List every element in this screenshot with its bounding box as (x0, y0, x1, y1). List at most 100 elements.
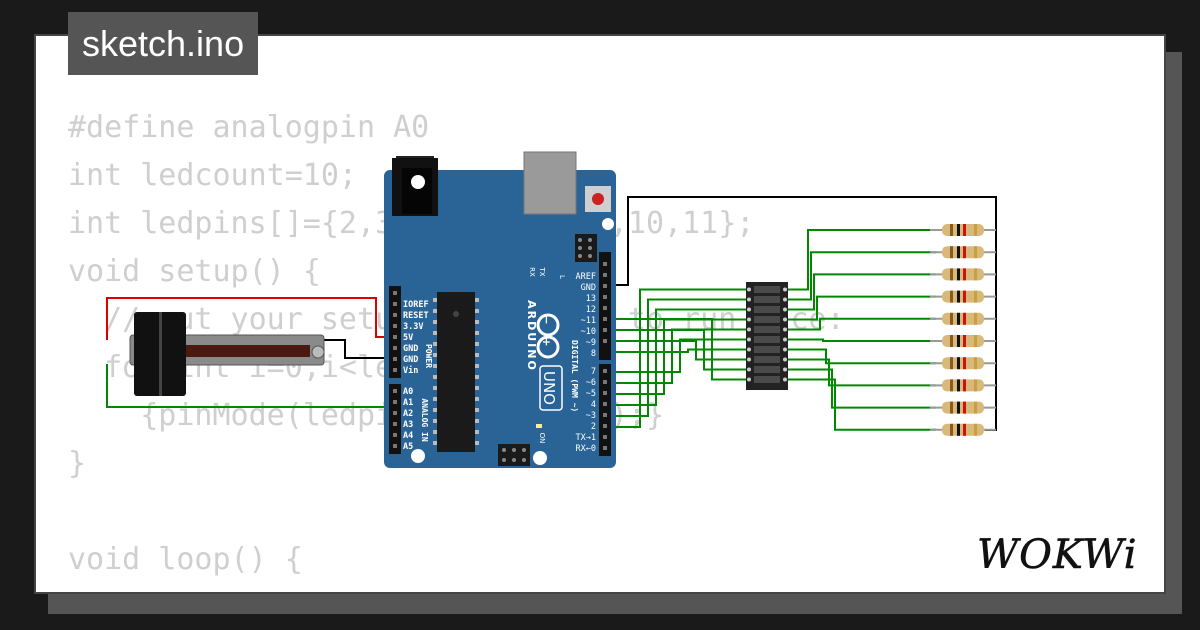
led-segment (754, 286, 780, 293)
chip-pin (475, 397, 479, 401)
header-pin[interactable] (393, 433, 397, 437)
header-pin[interactable] (393, 313, 397, 317)
pin-label: IOREF (403, 300, 429, 310)
chip-pin (433, 419, 437, 423)
bar-pin (783, 377, 787, 382)
wire-led-8 (607, 329, 749, 371)
header-pin[interactable] (393, 389, 397, 393)
header-pin[interactable] (603, 317, 607, 321)
digital-header-bottom (599, 364, 611, 456)
pin-label: 8 (591, 349, 596, 359)
chip-pin (475, 430, 479, 434)
chip-pin (433, 375, 437, 379)
header-pin[interactable] (393, 291, 397, 295)
chip-pin (433, 342, 437, 346)
bar-pin (747, 357, 751, 362)
pin-label: ~5 (586, 389, 596, 399)
header-pin[interactable] (393, 302, 397, 306)
header-pin[interactable] (393, 368, 397, 372)
bar-pin (783, 337, 787, 342)
chip-pin (433, 397, 437, 401)
mount-hole (411, 175, 425, 189)
wire-led-0 (607, 288, 749, 428)
led-bar-graph[interactable] (746, 282, 788, 390)
chip-pin (475, 441, 479, 445)
header-pin[interactable] (603, 262, 607, 266)
wire-resistor-1 (785, 251, 936, 301)
header-pin[interactable] (603, 295, 607, 299)
chip-pin (475, 364, 479, 368)
bar-pin (783, 367, 787, 372)
header-pin[interactable] (603, 424, 607, 428)
wire-resistor-8 (785, 368, 936, 409)
power-header (389, 286, 401, 378)
pin-label: 2 (591, 422, 596, 432)
code-line: #define analogpin A0 (68, 110, 430, 145)
pin-label: A0 (403, 387, 413, 397)
led-tx-label: TX (538, 266, 546, 276)
header-pin[interactable] (603, 391, 607, 395)
wire-led-2 (607, 308, 749, 406)
code-line: } (68, 446, 87, 481)
bar-pin (783, 317, 787, 322)
header-pin[interactable] (603, 284, 607, 288)
chip-pin (433, 331, 437, 335)
board-model-text: UNO (540, 371, 558, 405)
chip-pin (475, 386, 479, 390)
bar-pin (783, 357, 787, 362)
pin-label: GND (403, 344, 418, 354)
wire-led-9 (607, 318, 749, 381)
bar-pin (747, 337, 751, 342)
header-pin[interactable] (603, 339, 607, 343)
wire-resistor-5 (785, 338, 936, 342)
svg-text:+: + (540, 337, 553, 346)
wire-resistor-4 (785, 317, 936, 331)
header-pin[interactable] (393, 357, 397, 361)
header-pin[interactable] (393, 411, 397, 415)
header-pin[interactable] (603, 369, 607, 373)
led-rx-label: RX (528, 267, 536, 277)
bar-pin (747, 377, 751, 382)
header-pin[interactable] (393, 444, 397, 448)
header-pin[interactable] (603, 446, 607, 450)
led-segment (754, 356, 780, 363)
header-pin[interactable] (603, 306, 607, 310)
header-pin[interactable] (393, 400, 397, 404)
slide-potentiometer[interactable] (129, 312, 325, 396)
chip-pin (475, 342, 479, 346)
wire-led-4 (607, 328, 749, 384)
wires (106, 196, 997, 431)
wire-resistor-0 (785, 229, 936, 291)
header-pin[interactable] (603, 273, 607, 277)
bar-pin (747, 297, 751, 302)
header-pin[interactable] (393, 324, 397, 328)
header-pin[interactable] (393, 335, 397, 339)
header-pin[interactable] (603, 328, 607, 332)
wire-led-7 (607, 340, 749, 361)
wire-resistor-7 (785, 358, 936, 387)
header-pin[interactable] (603, 413, 607, 417)
chip-pin (475, 353, 479, 357)
code-line: int ledcount=10; (68, 158, 357, 193)
header-pin[interactable] (603, 380, 607, 384)
pin-label: GND (403, 355, 418, 365)
header-pin[interactable] (603, 435, 607, 439)
pin-label: 4 (591, 400, 596, 410)
chip-pin (475, 298, 479, 302)
header-pin[interactable] (393, 346, 397, 350)
led-segment (754, 336, 780, 343)
microcontroller-chip (437, 292, 475, 452)
filename-tab[interactable]: sketch.ino (68, 12, 259, 75)
bar-pin (783, 287, 787, 292)
wire-led-1 (607, 298, 749, 417)
chip-pin (433, 430, 437, 434)
pin-label: ~11 (581, 316, 596, 326)
header-pin[interactable] (393, 422, 397, 426)
pin-label: ~6 (586, 378, 596, 388)
header-pin[interactable] (603, 402, 607, 406)
svg-text:−: − (540, 315, 553, 324)
arduino-infinity-icon: − + (536, 313, 560, 359)
pin-label: TX→1 (576, 433, 596, 443)
